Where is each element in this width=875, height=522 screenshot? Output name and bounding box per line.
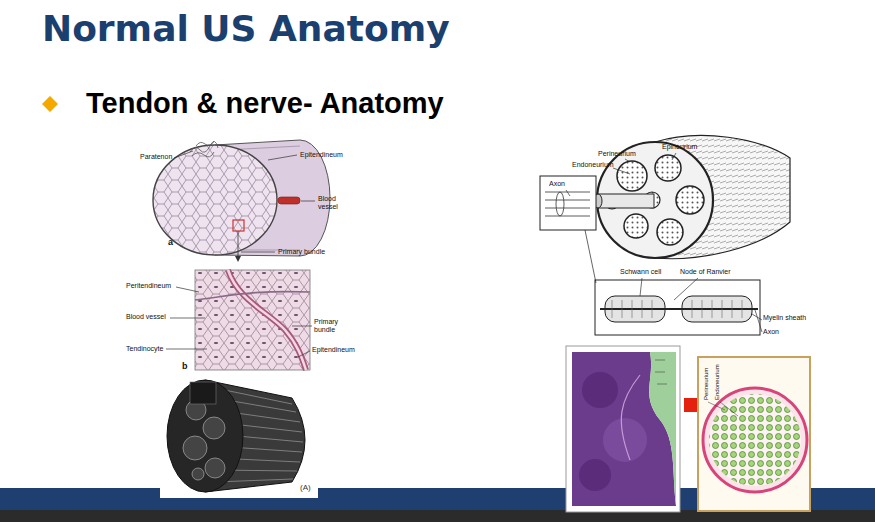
fascicle-diagram bbox=[698, 357, 810, 511]
slide-title: Normal US Anatomy bbox=[42, 9, 450, 49]
part-label: Blood vessel bbox=[126, 313, 166, 321]
tendon-fibre-drawing bbox=[160, 372, 318, 498]
tendon-drawing-a bbox=[122, 128, 346, 262]
bullet-heading: Tendon & nerve- Anatomy bbox=[86, 88, 444, 120]
part-label: Perineurium bbox=[598, 150, 636, 158]
part-label: Endoneurium bbox=[572, 161, 614, 169]
bullet-diamond bbox=[42, 96, 58, 112]
part-label: Perineurium bbox=[703, 368, 710, 400]
histology-photo bbox=[566, 346, 680, 512]
part-label: Myelin sheath bbox=[763, 314, 806, 322]
part-label: Epitendineum bbox=[312, 346, 355, 354]
part-label: Primary bundle bbox=[278, 248, 325, 256]
part-label: Primary bundle bbox=[314, 318, 348, 333]
part-label: Axon bbox=[549, 180, 565, 188]
part-label: Tendinocyte bbox=[126, 345, 163, 353]
panel-letter: a bbox=[168, 238, 173, 248]
part-label: Axon bbox=[763, 328, 779, 336]
part-label: Peritendineum bbox=[126, 282, 171, 290]
panel-letter: b bbox=[182, 362, 188, 372]
part-label: Endoneurium bbox=[714, 364, 721, 400]
tendon-drawing-b bbox=[122, 262, 352, 372]
part-label: Paratenon bbox=[140, 153, 172, 161]
nerve-drawing bbox=[540, 135, 790, 335]
part-label: Epitendineum bbox=[300, 151, 343, 159]
part-label: Schwann cell bbox=[620, 268, 661, 276]
part-label: Blood vessel bbox=[318, 195, 346, 210]
panel-letter: (A) bbox=[300, 484, 311, 493]
part-label: Node of Ranvier bbox=[680, 268, 731, 276]
part-label: Epineurium bbox=[662, 143, 697, 151]
